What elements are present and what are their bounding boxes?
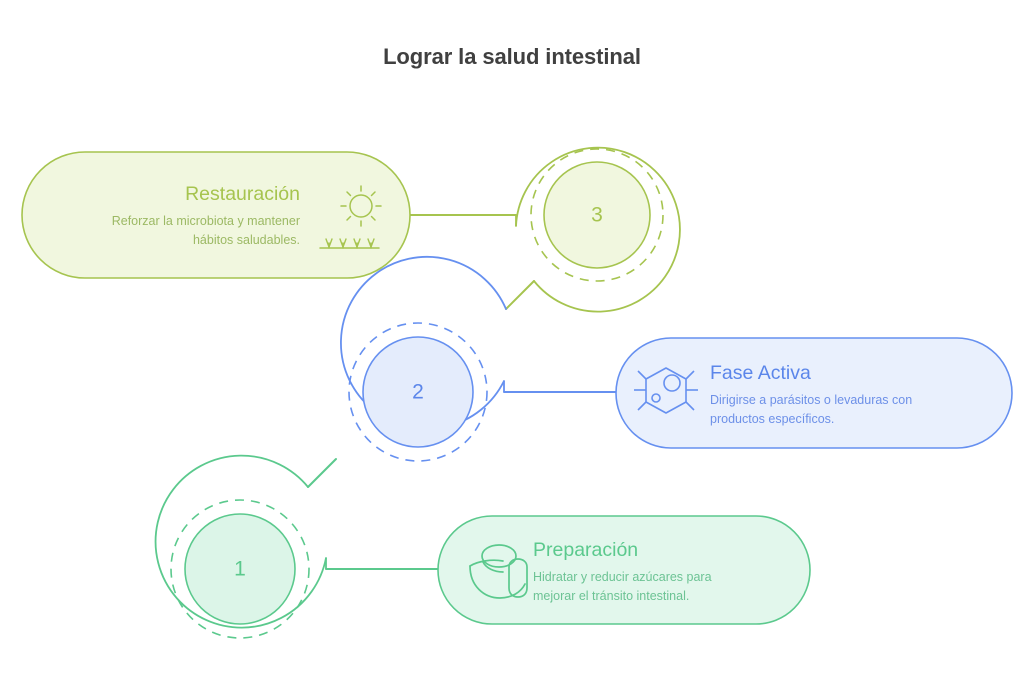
step-2-card[interactable] [615, 337, 1013, 449]
step-1-text-block: Preparación Hidratar y reducir azúcares … [533, 539, 783, 605]
step-1-description-line2: mejorar el tránsito intestinal. [533, 588, 690, 603]
step-1-description-line1: Hidratar y reducir azúcares para [533, 570, 712, 585]
step-3-description-line2: hábitos saludables. [192, 232, 300, 247]
step-1-inner-disc[interactable] [184, 513, 296, 625]
step-2-number: 2 [412, 381, 424, 404]
step-2-inner-disc[interactable] [362, 336, 474, 448]
bowl-food-icon [469, 544, 528, 599]
step-1-outer-ring [154, 454, 327, 629]
step-2-description-line1: Dirigirse a parásitos o levaduras con [710, 393, 913, 408]
step-1-card[interactable] [437, 515, 811, 625]
step-3-group[interactable]: 3 [21, 146, 681, 313]
connector-group [307, 214, 621, 570]
step-3-outer-ring [515, 146, 681, 313]
page-title: Lograr la salud intestinal [383, 44, 641, 69]
step-3-inner-disc[interactable] [543, 161, 651, 269]
step-1-description: Hidratar y reducir azúcares para mejorar… [533, 568, 783, 604]
step-2-text-block: Fase Activa Dirigirse a parásitos o leva… [710, 362, 960, 428]
step-3-description: Reforzar la microbiota y mantener hábito… [40, 212, 300, 248]
step-3-title: Restauración [185, 183, 300, 205]
step-3-text-block: Restauración Reforzar la microbiota y ma… [40, 183, 300, 249]
step-3-card[interactable] [21, 151, 411, 279]
step-1-dashed-ring [170, 499, 310, 639]
step-1-group[interactable]: 1 [154, 454, 811, 639]
step-2-description: Dirigirse a parásitos o levaduras con pr… [710, 391, 960, 427]
step-3-dashed-ring [530, 148, 664, 282]
connector-circle3-to-circle2 [505, 280, 535, 310]
step-2-description-line2: productos específicos. [710, 411, 835, 426]
sun-sprouts-icon [319, 185, 382, 249]
step-3-description-line1: Reforzar la microbiota y mantener [111, 214, 300, 229]
molecule-hexagon-icon [634, 367, 698, 414]
step-1-title: Preparación [533, 539, 639, 561]
step-2-title: Fase Activa [710, 362, 811, 384]
step-1-number: 1 [234, 558, 246, 581]
connector-circle1-to-circle2 [307, 458, 337, 488]
step-2-dashed-ring [348, 322, 488, 462]
step-3-number: 3 [591, 204, 603, 227]
step-2-group[interactable]: 2 [340, 255, 1013, 462]
